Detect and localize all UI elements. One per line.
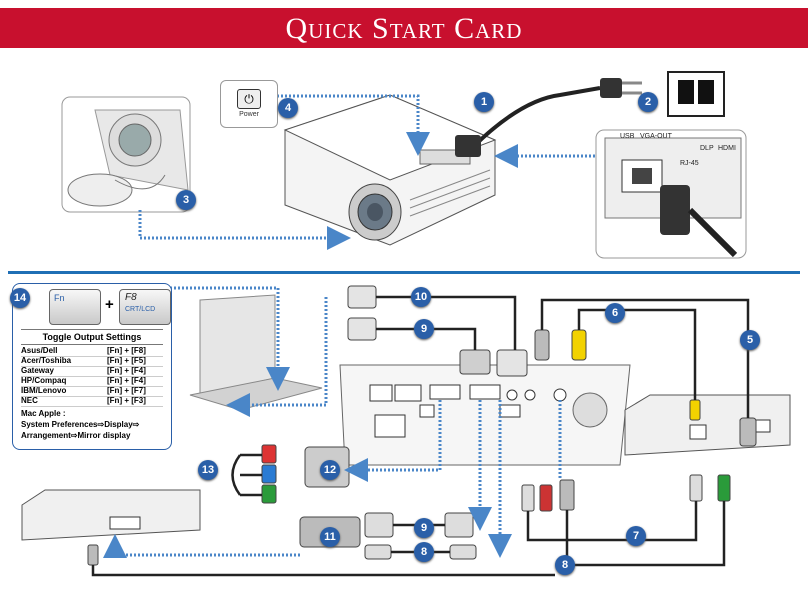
toggle-output-settings-box: Fn + F8 CRT/LCD Toggle Output Settings A… — [12, 283, 172, 450]
step-badge-3: 3 — [176, 190, 196, 210]
toggle-row: Acer/Toshiba [Fn] + [F5] — [21, 356, 163, 367]
toggle-row: NEC [Fn] + [F3] — [21, 396, 163, 407]
mac-line-1: System Preferences⇨Display⇨ — [21, 420, 140, 429]
key-combo: [Fn] + [F4] — [107, 376, 146, 385]
key-combo: [Fn] + [F7] — [107, 386, 146, 395]
mac-line-2: Arrangement⇨Mirror display — [21, 431, 131, 440]
brand-name: Gateway — [21, 366, 54, 375]
dvd-player — [624, 394, 791, 456]
dlp-label: DLP — [700, 145, 714, 152]
bottom-arrows — [103, 286, 562, 558]
projector-rear — [339, 364, 631, 466]
brand-name: Asus/Dell — [21, 346, 58, 355]
key-combo: [Fn] + [F8] — [107, 346, 146, 355]
step-badge-13: 13 — [198, 460, 218, 480]
rj45-label: RJ-45 — [680, 160, 699, 167]
power-label: Power — [239, 111, 259, 118]
fn-key: Fn — [49, 289, 101, 325]
step-badge-7: 7 — [626, 526, 646, 546]
key-combo: [Fn] + [F5] — [107, 356, 146, 365]
toggle-header: Toggle Output Settings — [21, 329, 163, 345]
power-button-inset: ⏻ Power — [220, 80, 278, 128]
power-icon: ⏻ — [237, 89, 261, 109]
step-badge-8b: 8 — [414, 542, 434, 562]
connectors — [87, 285, 757, 566]
step-badge-1: 1 — [474, 92, 494, 112]
mac-title: Mac Apple : — [21, 409, 66, 418]
usb-label: USB — [620, 133, 635, 140]
page-title: Quick Start Card — [285, 12, 523, 45]
step-badge-9a: 9 — [414, 319, 434, 339]
wall-outlet — [667, 71, 725, 117]
top-arrows — [138, 94, 595, 250]
toggle-row: IBM/Lenovo [Fn] + [F7] — [21, 386, 163, 397]
title-bar — [0, 8, 808, 48]
f8-key: F8 CRT/LCD — [119, 289, 171, 325]
toggle-row: Gateway [Fn] + [F4] — [21, 366, 163, 377]
step-badge-6: 6 — [605, 303, 625, 323]
step-badge-9b: 9 — [414, 518, 434, 538]
mac-instructions: Mac Apple : System Preferences⇨Display⇨ … — [21, 408, 166, 441]
lens-cap-inset — [61, 96, 191, 213]
hdmi-label: HDMI — [718, 145, 736, 152]
plus-sign: + — [105, 296, 114, 313]
laptop — [189, 294, 323, 411]
step-badge-10: 10 — [411, 287, 431, 307]
rear-panel-inset — [595, 129, 747, 259]
step-badge-5: 5 — [740, 330, 760, 350]
key-combo: [Fn] + [F3] — [107, 396, 146, 405]
toggle-row: HP/Compaq [Fn] + [F4] — [21, 376, 163, 387]
panel-text: DLP HDMI RJ-45 VGA-OUT USB — [620, 133, 736, 167]
projector-top — [283, 94, 497, 246]
power-cord — [455, 78, 642, 157]
step-badge-8a: 8 — [555, 555, 575, 575]
f8-key-sublabel: CRT/LCD — [125, 306, 156, 313]
section-divider — [8, 271, 800, 274]
step-badge-2: 2 — [638, 92, 658, 112]
key-combo: [Fn] + [F4] — [107, 366, 146, 375]
f8-key-label: F8 — [125, 292, 137, 303]
brand-name: HP/Compaq — [21, 376, 67, 385]
brand-name: IBM/Lenovo — [21, 386, 67, 395]
vgaout-label: VGA-OUT — [640, 133, 673, 140]
step-badge-11: 11 — [320, 527, 340, 547]
fn-key-label: Fn — [54, 293, 65, 303]
av-device — [21, 489, 201, 541]
brand-name: NEC — [21, 396, 38, 405]
brand-name: Acer/Toshiba — [21, 356, 72, 365]
toggle-row: Asus/Dell [Fn] + [F8] — [21, 346, 163, 357]
step-badge-12: 12 — [320, 460, 340, 480]
step-badge-4: 4 — [278, 98, 298, 118]
step-badge-14: 14 — [10, 288, 30, 308]
